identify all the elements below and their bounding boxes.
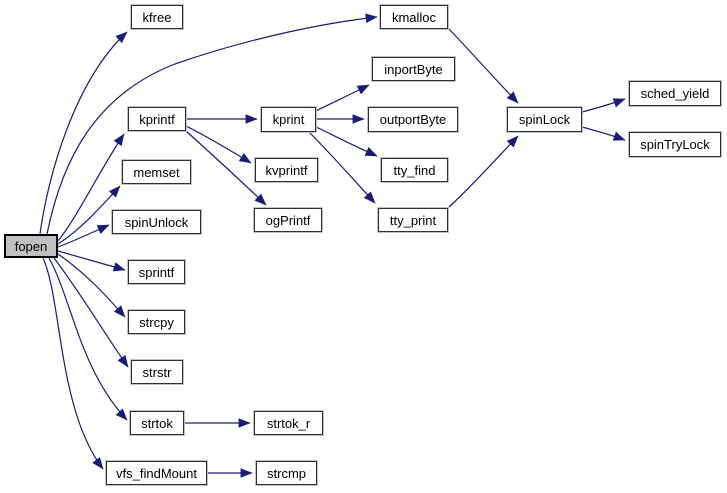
node-ogPrintf[interactable]: ogPrintf: [254, 208, 322, 232]
node-outportByte[interactable]: outportByte: [368, 107, 458, 132]
edge-kprint-inportByte: [315, 84, 370, 112]
node-strcpy[interactable]: strcpy: [128, 310, 185, 334]
node-label: ogPrintf: [265, 212, 311, 228]
node-label: strstr: [142, 364, 172, 380]
node-kfree[interactable]: kfree: [131, 5, 183, 29]
node-memset[interactable]: memset: [122, 160, 191, 184]
node-kprintf[interactable]: kprintf: [128, 107, 186, 131]
node-label: outportByte: [379, 112, 447, 127]
edge-fopen-kprintf: [57, 133, 125, 242]
node-strcmp[interactable]: strcmp: [256, 461, 317, 485]
edge-fopen-spinUnlock: [57, 224, 110, 248]
node-tty_find[interactable]: tty_find: [381, 158, 448, 182]
edge-fopen-kfree: [39, 31, 128, 235]
node-sched_yield[interactable]: sched_yield: [629, 81, 721, 106]
edge-fopen-strcpy: [57, 253, 126, 318]
node-label: spinTryLock: [640, 137, 710, 152]
edge-fopen-strtok: [48, 257, 128, 421]
node-label: sched_yield: [640, 86, 710, 101]
node-label: fopen: [14, 238, 48, 254]
node-label: strcpy: [139, 314, 174, 330]
node-strtok_r[interactable]: strtok_r: [254, 411, 323, 435]
node-spinLock[interactable]: spinLock: [507, 107, 582, 132]
node-label: inportByte: [384, 61, 443, 77]
node-label: tty_find: [393, 162, 436, 178]
node-label: spinUnlock: [124, 214, 189, 230]
node-label: kmalloc: [391, 9, 437, 25]
node-label: kprintf: [139, 111, 175, 127]
edge-spinLock-sched_yield: [581, 98, 626, 113]
node-label: strtok: [141, 415, 173, 431]
edge-kprint-tty_find: [315, 126, 378, 157]
edge-fopen-memset: [57, 185, 121, 245]
node-strstr[interactable]: strstr: [131, 360, 183, 384]
edge-kmalloc-spinLock: [448, 28, 519, 104]
node-sprintf[interactable]: sprintf: [128, 260, 185, 284]
node-spinTryLock[interactable]: spinTryLock: [629, 132, 721, 157]
edge-spinLock-spinTryLock: [581, 126, 626, 141]
node-label: strcmp: [267, 465, 306, 481]
node-label: strtok_r: [266, 415, 311, 431]
node-label: kprint: [272, 112, 305, 127]
node-kmalloc[interactable]: kmalloc: [380, 5, 448, 29]
node-strtok[interactable]: strtok: [130, 411, 184, 435]
edge-kprintf-ogPrintf: [185, 130, 267, 206]
node-vfs_findMount[interactable]: vfs_findMount: [106, 461, 207, 485]
node-spinUnlock[interactable]: spinUnlock: [112, 210, 201, 234]
node-label: vfs_findMount: [116, 465, 197, 481]
node-fopen: fopen: [4, 234, 58, 258]
node-kprint[interactable]: kprint: [261, 107, 316, 132]
edge-kprintf-kvprintf: [185, 125, 252, 164]
node-label: tty_print: [389, 212, 437, 228]
node-label: spinLock: [518, 112, 571, 127]
edge-kprint-tty_print: [308, 131, 376, 204]
edge-fopen-kmalloc: [46, 13, 378, 235]
edge-fopen-strstr: [53, 257, 129, 368]
node-inportByte[interactable]: inportByte: [372, 57, 455, 81]
edge-fopen-sprintf: [57, 250, 126, 272]
edge-tty_print-spinLock: [448, 135, 519, 208]
node-kvprintf[interactable]: kvprintf: [255, 158, 318, 182]
node-label: memset: [133, 164, 180, 180]
node-label: kfree: [142, 9, 172, 25]
node-tty_print[interactable]: tty_print: [378, 208, 448, 232]
node-label: kvprintf: [265, 162, 308, 178]
node-label: sprintf: [138, 264, 175, 280]
edge-fopen-vfs_findMount: [42, 257, 104, 470]
